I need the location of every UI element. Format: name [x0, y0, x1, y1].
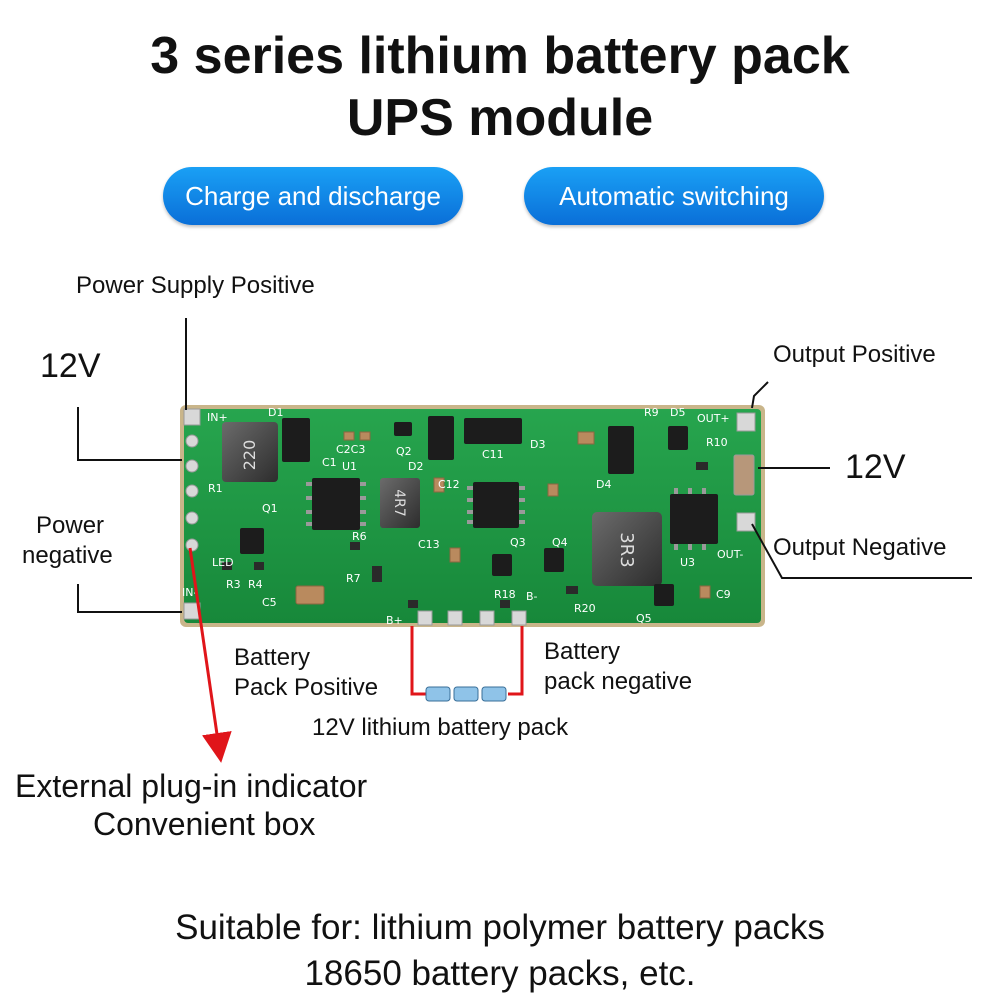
ceramic-capacitors — [295, 431, 711, 605]
silkscreen-out-plus: OUT+ — [697, 412, 730, 425]
silkscreen-out-minus: OUT- — [717, 548, 743, 561]
ic-chips — [240, 416, 718, 606]
left-header-pads — [183, 408, 201, 620]
footer-line-2: 18650 battery packs, etc. — [304, 954, 696, 993]
label-input-voltage: 12V — [40, 347, 101, 385]
svg-text:U1: U1 — [342, 460, 357, 473]
svg-text:R3: R3 — [226, 578, 241, 591]
inductor-3r3: 3R3 — [592, 512, 662, 586]
smd-resistors — [222, 462, 708, 608]
svg-text:R18: R18 — [494, 588, 516, 601]
label-battery-positive-line-2: Pack Positive — [234, 674, 379, 701]
badge-automatic-switching: Automatic switching — [524, 167, 824, 225]
page-title-line-1: 3 series lithium battery pack — [150, 27, 850, 85]
svg-text:C9: C9 — [716, 588, 731, 601]
svg-text:D4: D4 — [596, 478, 611, 491]
label-output-positive: Output Positive — [773, 341, 936, 368]
svg-text:Q2: Q2 — [396, 445, 412, 458]
svg-text:R9: R9 — [644, 406, 659, 419]
inductor-marking-4r7: 4R7 — [391, 489, 407, 517]
label-battery-positive-line-1: Battery — [234, 644, 311, 671]
badge-charge-discharge: Charge and discharge — [163, 167, 463, 225]
label-battery-pack: 12V lithium battery pack — [312, 714, 569, 741]
label-battery-negative-line-2: pack negative — [544, 668, 693, 695]
battery-wires — [410, 626, 524, 696]
svg-text:C2C3: C2C3 — [336, 443, 365, 456]
silkscreen-in-plus: IN+ — [207, 411, 228, 424]
label-indicator-line-1: External plug-in indicator — [15, 768, 368, 804]
label-indicator-line-2: Convenient box — [93, 806, 316, 842]
svg-text:C13: C13 — [418, 538, 440, 551]
battery-pads — [417, 610, 527, 626]
label-power-supply-positive: Power Supply Positive — [76, 272, 315, 299]
indicator-arrow — [188, 547, 232, 763]
svg-text:R1: R1 — [208, 482, 223, 495]
footer-line-1: Suitable for: lithium polymer battery pa… — [175, 908, 825, 947]
svg-text:R7: R7 — [346, 572, 361, 585]
leader-lines — [77, 318, 972, 613]
inductor-marking-220: 220 — [240, 440, 259, 471]
svg-text:C1: C1 — [322, 456, 337, 469]
right-header-pads — [733, 412, 756, 532]
svg-text:D5: D5 — [670, 406, 685, 419]
svg-text:Q3: Q3 — [510, 536, 526, 549]
svg-text:C11: C11 — [482, 448, 504, 461]
svg-text:U3: U3 — [680, 556, 695, 569]
inductor-220: 220 — [222, 422, 278, 482]
label-battery-negative-line-1: Battery — [544, 638, 621, 665]
svg-text:Q5: Q5 — [636, 612, 652, 625]
label-power-negative-line-2: negative — [22, 542, 113, 569]
svg-text:R10: R10 — [706, 436, 728, 449]
page-title-line-2: UPS module — [346, 89, 654, 147]
svg-text:R6: R6 — [352, 530, 367, 543]
battery-cells — [425, 686, 507, 702]
svg-text:C5: C5 — [262, 596, 277, 609]
silkscreen-b-minus: B- — [526, 590, 538, 603]
svg-text:Q1: Q1 — [262, 502, 278, 515]
svg-text:Q4: Q4 — [552, 536, 568, 549]
svg-text:D3: D3 — [530, 438, 545, 451]
label-power-negative-line-1: Power — [36, 512, 105, 539]
svg-text:C12: C12 — [438, 478, 460, 491]
label-output-voltage: 12V — [845, 448, 906, 486]
silkscreen-in-minus: IN- — [182, 586, 197, 599]
svg-text:D1: D1 — [268, 406, 283, 419]
silkscreen-led: LED — [212, 556, 234, 569]
svg-text:D2: D2 — [408, 460, 423, 473]
label-output-negative: Output Negative — [773, 534, 947, 561]
inductor-4r7: 4R7 — [380, 478, 420, 528]
silkscreen-r20: R20 — [574, 602, 596, 615]
ic-pins — [306, 482, 706, 550]
svg-text:R4: R4 — [248, 578, 263, 591]
silkscreen-b-plus: B+ — [386, 614, 403, 627]
inductor-marking-3r3: 3R3 — [616, 532, 637, 567]
